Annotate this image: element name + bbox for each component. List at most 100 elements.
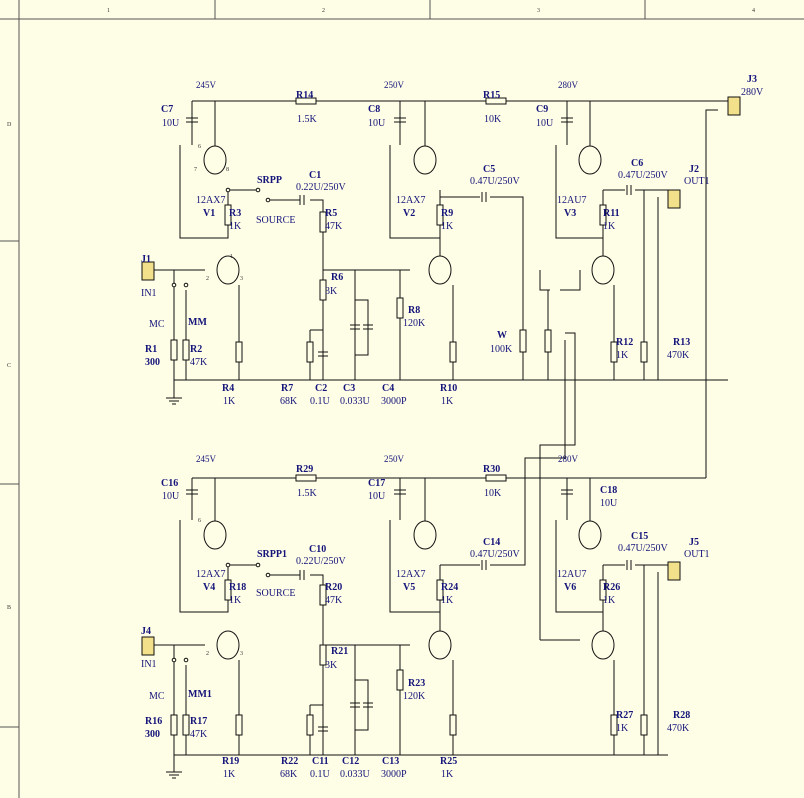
r2-ref: R2 (190, 344, 202, 355)
r19-value: 1K (223, 769, 236, 780)
j2-ref: J2 (689, 164, 699, 175)
j2-value: OUT1 (684, 176, 710, 187)
r25-value: 1K (441, 769, 454, 780)
r7-ref: R7 (281, 383, 293, 394)
c3-value: 0.033U (340, 396, 371, 407)
pin-6-v1: 6 (198, 144, 201, 150)
r4-value: 1K (223, 396, 236, 407)
v3-ref: V3 (564, 208, 576, 219)
c10-ref: C10 (309, 544, 326, 555)
c7-ref: C7 (161, 104, 173, 115)
r5-ref: R5 (325, 208, 337, 219)
c17-ref: C17 (368, 478, 385, 489)
r16-ref: R16 (145, 716, 162, 727)
frame-row-d: D (7, 122, 12, 128)
r9-ref: R9 (441, 208, 453, 219)
r29-ref: R29 (296, 464, 313, 475)
c2-value: 0.1U (310, 396, 331, 407)
c15-value: 0.47U/250V (618, 543, 669, 554)
switch-contacts (171, 187, 271, 663)
frame-row-c: C (7, 363, 11, 369)
r15-ref: R15 (483, 90, 500, 101)
r11-value: 1K (603, 221, 616, 232)
c15-ref: C15 (631, 531, 648, 542)
rail-280v-bottom: 280V (558, 454, 579, 464)
j5-value: OUT1 (684, 549, 710, 560)
r12-ref: R12 (616, 337, 633, 348)
v2-ref: V2 (403, 208, 415, 219)
connector-boxes (141, 96, 741, 656)
c6-value: 0.47U/250V (618, 170, 669, 181)
r16-value: 300 (145, 729, 160, 740)
c5-ref: C5 (483, 164, 495, 175)
r14-value: 1.5K (297, 114, 318, 125)
c5-value: 0.47U/250V (470, 176, 521, 187)
mm-label: MM (188, 317, 207, 328)
c11-ref: C11 (312, 756, 329, 767)
r14-ref: R14 (296, 90, 313, 101)
r26-ref: R26 (603, 582, 620, 593)
r27-value: 1K (616, 723, 629, 734)
r19-ref: R19 (222, 756, 239, 767)
c1-ref: C1 (309, 170, 321, 181)
r5-value: 47K (325, 221, 343, 232)
mm1-label: MM1 (188, 689, 212, 700)
v4-ref: V4 (203, 582, 215, 593)
v5-type: 12AX7 (396, 569, 425, 580)
c14-ref: C14 (483, 537, 500, 548)
r25-ref: R25 (440, 756, 457, 767)
v3-type: 12AU7 (557, 195, 586, 206)
r28-ref: R28 (673, 710, 690, 721)
c12-ref: C12 (342, 756, 359, 767)
r29-value: 1.5K (297, 488, 318, 499)
c12-value: 0.033U (340, 769, 371, 780)
ground-symbols (166, 397, 182, 779)
r18-value: 1K (229, 595, 242, 606)
r13-ref: R13 (673, 337, 690, 348)
r24-ref: R24 (441, 582, 458, 593)
frame-col-1: 1 (107, 8, 110, 14)
v2-type: 12AX7 (396, 195, 425, 206)
r4-ref: R4 (222, 383, 234, 394)
frame-row-b: B (7, 605, 11, 611)
r3-value: 1K (229, 221, 242, 232)
r9-value: 1K (441, 221, 454, 232)
r23-ref: R23 (408, 678, 425, 689)
r2-value: 47K (190, 357, 208, 368)
pin-7-v1: 7 (194, 167, 197, 173)
j5-ref: J5 (689, 537, 699, 548)
r1-ref: R1 (145, 344, 157, 355)
v4-type: 12AX7 (196, 569, 225, 580)
capacitor-plates (186, 117, 632, 732)
c11-value: 0.1U (310, 769, 331, 780)
r15-value: 10K (484, 114, 502, 125)
srpp1-ref: SRPP1 (257, 549, 287, 560)
rail-245v-top: 245V (196, 80, 217, 90)
r8-value: 120K (403, 318, 426, 329)
c6-ref: C6 (631, 158, 643, 169)
rail-280v-top: 280V (558, 80, 579, 90)
r26-value: 1K (603, 595, 616, 606)
r17-value: 47K (190, 729, 208, 740)
v5-ref: V5 (403, 582, 415, 593)
r24-value: 1K (441, 595, 454, 606)
c9-value: 10U (536, 118, 554, 129)
srpp1-value: SOURCE (256, 588, 295, 599)
r21-value: 3K (325, 660, 338, 671)
r30-ref: R30 (483, 464, 500, 475)
resistor-bodies (170, 97, 648, 736)
j4-value: IN1 (141, 659, 157, 670)
r1-value: 300 (145, 357, 160, 368)
rail-250v-top: 250V (384, 80, 405, 90)
r22-ref: R22 (281, 756, 298, 767)
pin-1-v1l: 1 (230, 254, 233, 260)
r12-value: 1K (616, 350, 629, 361)
c16-ref: C16 (161, 478, 178, 489)
c1-value: 0.22U/250V (296, 182, 347, 193)
r13-value: 470K (667, 350, 690, 361)
c16-value: 10U (162, 491, 180, 502)
c7-value: 10U (162, 118, 180, 129)
frame-col-3: 3 (537, 8, 540, 14)
